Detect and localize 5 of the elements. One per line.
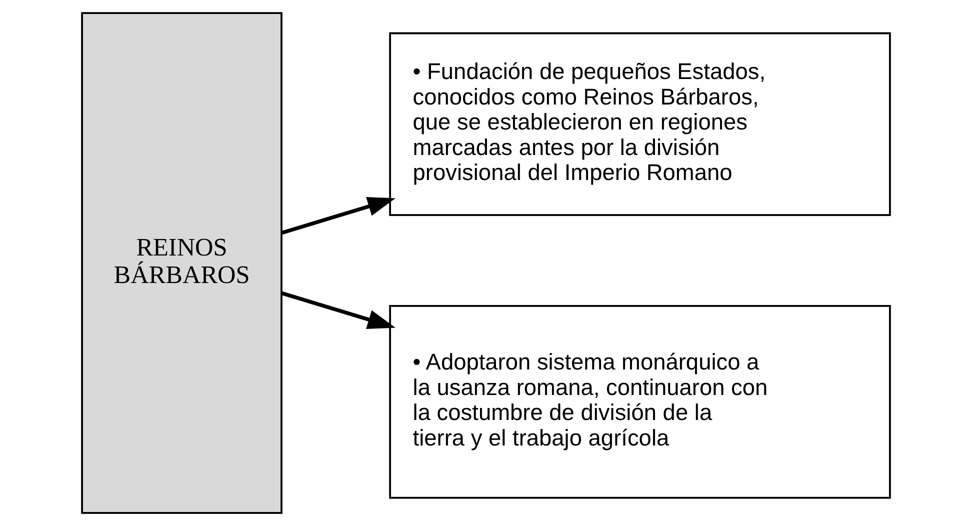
node-box: • Fundación de pequeños Estados, conocidos como Reinos Bárbaros, que se establecieron en regiones marcadas antes por la división provisional del Imperio Romano <box>389 32 891 216</box>
node-box: REINOS BÁRBAROS <box>81 12 282 514</box>
arrow <box>281 291 396 329</box>
arrow <box>281 197 396 235</box>
node-box: • Adoptaron sistema monárquico a la usanza romana, continuaron con la costumbre de división de la tierra y el trabajo agrícola <box>389 304 891 499</box>
